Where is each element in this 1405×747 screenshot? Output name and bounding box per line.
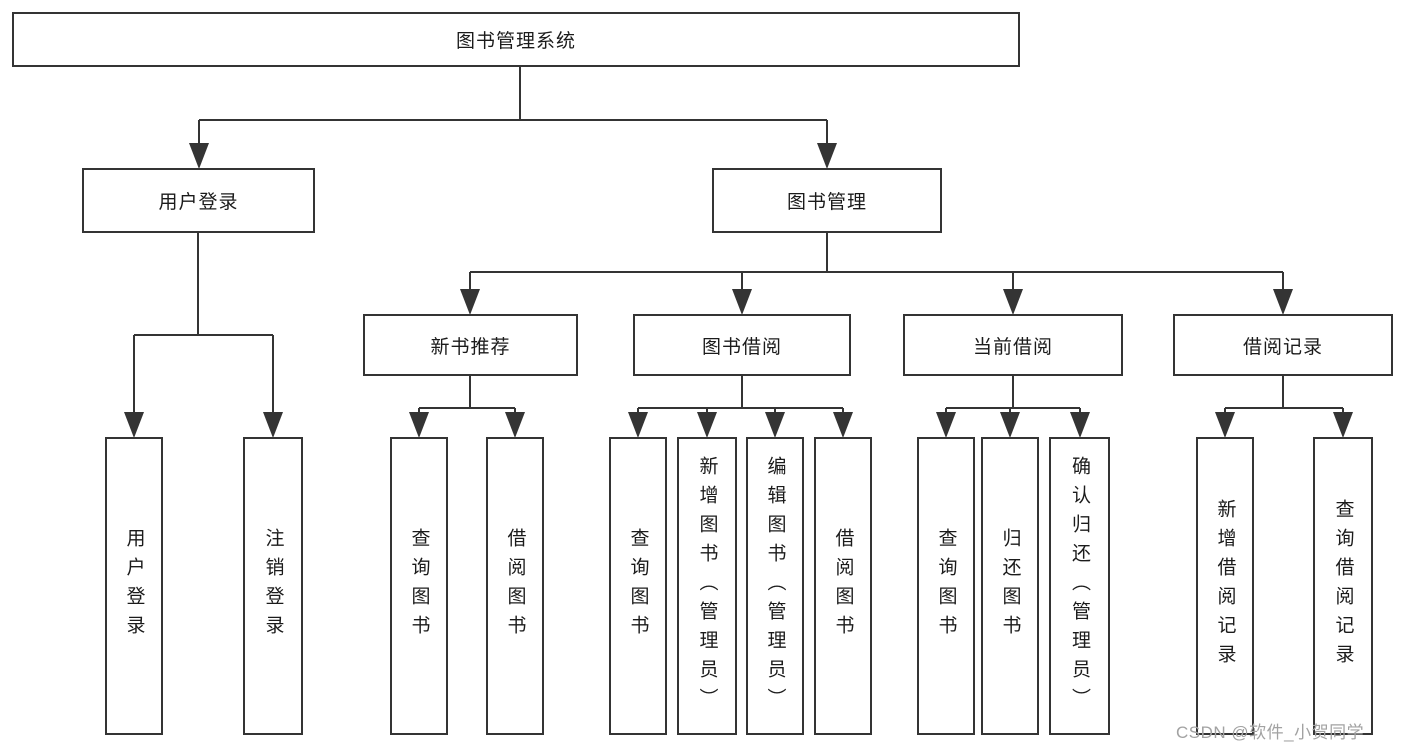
node-label: 借阅记录 [1242, 336, 1323, 358]
node-user-login: 用户登录 [82, 168, 315, 233]
node-label: 用户登录 [123, 528, 145, 644]
watermark: CSDN @软件_小贺同学 [1176, 723, 1365, 742]
node-label: 图书借阅 [701, 336, 782, 358]
node-new-book-recommend: 新书推荐 [363, 314, 578, 376]
node-label: 用户登录 [158, 192, 239, 213]
node-library-system: 图书管理系统 [12, 12, 1020, 67]
leaf-borrowing-borrow-books: 借阅图书 [814, 437, 872, 735]
node-label: 归还图书 [999, 528, 1021, 644]
leaf-current-query-books: 查询图书 [917, 437, 975, 735]
node-book-borrowing: 图书借阅 [633, 314, 851, 376]
leaf-return-books: 归还图书 [981, 437, 1039, 735]
node-label: 借阅图书 [832, 528, 854, 644]
node-label: 确认归还（管理员） [1069, 455, 1090, 717]
node-label: 新书推荐 [430, 336, 511, 358]
node-label: 当前借阅 [972, 336, 1053, 358]
leaf-edit-books-admin: 编辑图书（管理员） [746, 437, 804, 735]
leaf-user-login: 用户登录 [105, 437, 163, 735]
node-label: 查询图书 [627, 528, 649, 644]
node-label: 查询借阅记录 [1332, 499, 1354, 673]
node-label: 借阅图书 [504, 528, 526, 644]
leaf-confirm-return-admin: 确认归还（管理员） [1049, 437, 1110, 735]
leaf-query-borrow-record: 查询借阅记录 [1313, 437, 1373, 735]
node-label: 编辑图书（管理员） [764, 455, 786, 717]
node-borrowing-records: 借阅记录 [1173, 314, 1393, 376]
node-label: 查询图书 [935, 528, 957, 644]
leaf-add-borrow-record: 新增借阅记录 [1196, 437, 1254, 735]
node-label: 图书管理 [786, 192, 867, 213]
node-label: 查询图书 [408, 528, 430, 644]
leaf-add-books-admin: 新增图书（管理员） [677, 437, 737, 735]
node-label: 图书管理系统 [455, 31, 576, 52]
node-label: 注销登录 [262, 528, 284, 644]
leaf-logout: 注销登录 [243, 437, 303, 735]
node-label: 新增图书（管理员） [696, 455, 718, 717]
node-current-borrowing: 当前借阅 [903, 314, 1123, 376]
node-label: 新增借阅记录 [1214, 499, 1236, 673]
leaf-recommend-borrow-books: 借阅图书 [486, 437, 544, 735]
leaf-recommend-query-books: 查询图书 [390, 437, 448, 735]
leaf-borrowing-query-books: 查询图书 [609, 437, 667, 735]
node-book-management: 图书管理 [712, 168, 942, 233]
